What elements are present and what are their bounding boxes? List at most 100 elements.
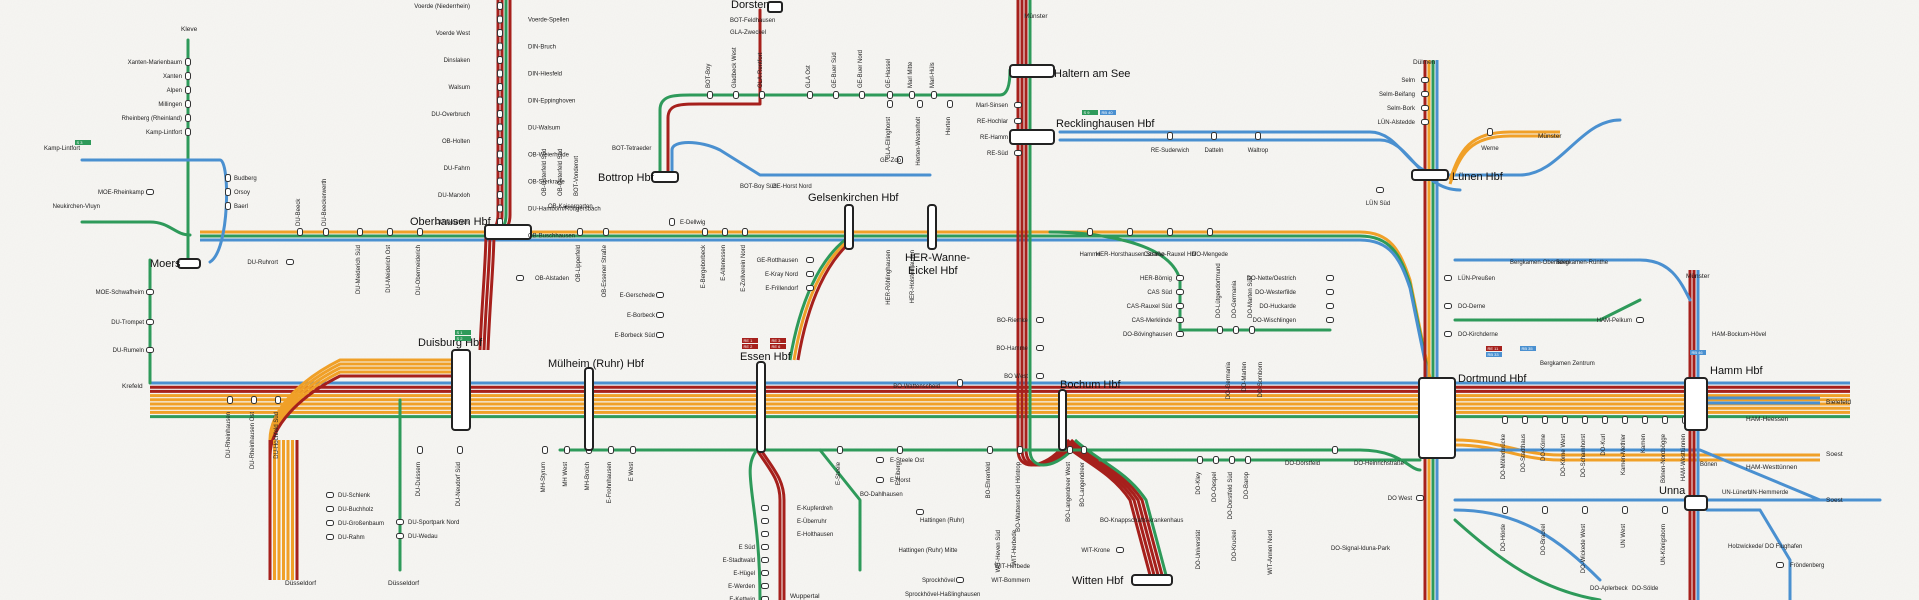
hub-box-herne[interactable]: [927, 204, 937, 250]
station-marker[interactable]: [987, 446, 993, 454]
station-marker[interactable]: [396, 533, 404, 539]
station-marker[interactable]: [497, 204, 503, 213]
station-marker[interactable]: [1326, 317, 1334, 323]
station-marker[interactable]: [1662, 506, 1668, 514]
station-marker[interactable]: [761, 557, 769, 563]
station-marker[interactable]: [225, 188, 231, 196]
station-marker[interactable]: [564, 446, 570, 454]
station-marker[interactable]: [887, 100, 893, 108]
station-marker[interactable]: [1017, 446, 1023, 454]
station-marker[interactable]: [722, 228, 728, 236]
station-marker[interactable]: [1582, 416, 1588, 424]
hub-box-oberhausen[interactable]: [484, 224, 532, 240]
station-marker[interactable]: [497, 56, 503, 64]
station-marker[interactable]: [1542, 506, 1548, 514]
station-marker[interactable]: [761, 531, 769, 537]
station-marker[interactable]: [1036, 317, 1044, 323]
station-marker[interactable]: [1176, 289, 1184, 295]
station-marker[interactable]: [1502, 506, 1508, 514]
station-marker[interactable]: [1207, 228, 1213, 236]
station-marker[interactable]: [833, 91, 839, 99]
station-marker[interactable]: [876, 457, 884, 463]
station-marker[interactable]: [761, 583, 769, 589]
station-marker[interactable]: [1642, 416, 1648, 424]
station-marker[interactable]: [497, 15, 503, 24]
hub-box-moers[interactable]: [177, 258, 201, 269]
station-marker[interactable]: [742, 228, 748, 236]
station-marker[interactable]: [630, 446, 636, 454]
hub-box-muelheim[interactable]: [584, 367, 594, 451]
station-marker[interactable]: [297, 228, 303, 236]
station-marker[interactable]: [185, 114, 191, 122]
station-marker[interactable]: [656, 312, 664, 318]
station-marker[interactable]: [1332, 446, 1338, 454]
station-marker[interactable]: [887, 91, 893, 99]
station-marker[interactable]: [146, 289, 154, 295]
station-marker[interactable]: [1602, 416, 1608, 424]
station-marker[interactable]: [1249, 326, 1255, 334]
station-marker[interactable]: [897, 446, 903, 454]
station-marker[interactable]: [1622, 506, 1628, 514]
station-marker[interactable]: [733, 91, 739, 99]
station-marker[interactable]: [1376, 187, 1384, 193]
station-marker[interactable]: [1622, 416, 1628, 424]
station-marker[interactable]: [146, 189, 154, 195]
station-marker[interactable]: [707, 91, 713, 99]
station-marker[interactable]: [1036, 345, 1044, 351]
station-marker[interactable]: [1036, 373, 1044, 379]
station-marker[interactable]: [497, 137, 503, 145]
station-marker[interactable]: [1014, 150, 1022, 156]
station-marker[interactable]: [497, 164, 503, 172]
hub-box-bottrop[interactable]: [651, 171, 679, 183]
station-marker[interactable]: [1176, 317, 1184, 323]
station-marker[interactable]: [702, 228, 708, 236]
station-marker[interactable]: [1326, 289, 1334, 295]
station-marker[interactable]: [1487, 128, 1493, 136]
station-marker[interactable]: [417, 228, 423, 236]
station-marker[interactable]: [497, 42, 503, 51]
station-marker[interactable]: [1421, 91, 1429, 97]
station-marker[interactable]: [516, 275, 524, 281]
station-marker[interactable]: [1233, 326, 1239, 334]
station-marker[interactable]: [1067, 446, 1073, 454]
station-marker[interactable]: [146, 347, 154, 353]
station-marker[interactable]: [761, 596, 769, 600]
hub-box-haltern[interactable]: [1009, 64, 1055, 78]
station-marker[interactable]: [275, 396, 281, 404]
station-marker[interactable]: [669, 218, 675, 226]
station-marker[interactable]: [225, 202, 231, 210]
station-marker[interactable]: [761, 544, 769, 550]
station-marker[interactable]: [1522, 416, 1528, 424]
station-marker[interactable]: [1444, 331, 1452, 337]
hub-box-unna[interactable]: [1684, 495, 1708, 511]
station-marker[interactable]: [859, 91, 865, 99]
station-marker[interactable]: [497, 96, 503, 105]
station-marker[interactable]: [185, 72, 191, 80]
station-marker[interactable]: [417, 446, 423, 454]
station-marker[interactable]: [947, 100, 953, 108]
station-marker[interactable]: [1014, 102, 1022, 108]
station-marker[interactable]: [1636, 317, 1644, 323]
station-marker[interactable]: [185, 128, 191, 136]
station-marker[interactable]: [497, 191, 503, 199]
station-marker[interactable]: [357, 228, 363, 236]
station-marker[interactable]: [656, 292, 664, 298]
hub-box-witten[interactable]: [1131, 574, 1173, 586]
station-marker[interactable]: [497, 150, 503, 159]
station-marker[interactable]: [497, 29, 503, 37]
station-marker[interactable]: [837, 446, 843, 454]
station-marker[interactable]: [1502, 416, 1508, 424]
station-marker[interactable]: [326, 520, 334, 526]
station-marker[interactable]: [761, 505, 769, 511]
station-marker[interactable]: [759, 91, 765, 99]
station-marker[interactable]: [1087, 228, 1093, 236]
station-marker[interactable]: [1167, 228, 1173, 236]
station-marker[interactable]: [1167, 132, 1173, 140]
station-marker[interactable]: [1562, 416, 1568, 424]
station-marker[interactable]: [1776, 562, 1784, 568]
station-marker[interactable]: [326, 506, 334, 512]
hub-box-gelsenkirchen[interactable]: [844, 204, 854, 250]
station-marker[interactable]: [387, 228, 393, 236]
station-marker[interactable]: [1213, 456, 1219, 464]
station-marker[interactable]: [1014, 118, 1022, 124]
